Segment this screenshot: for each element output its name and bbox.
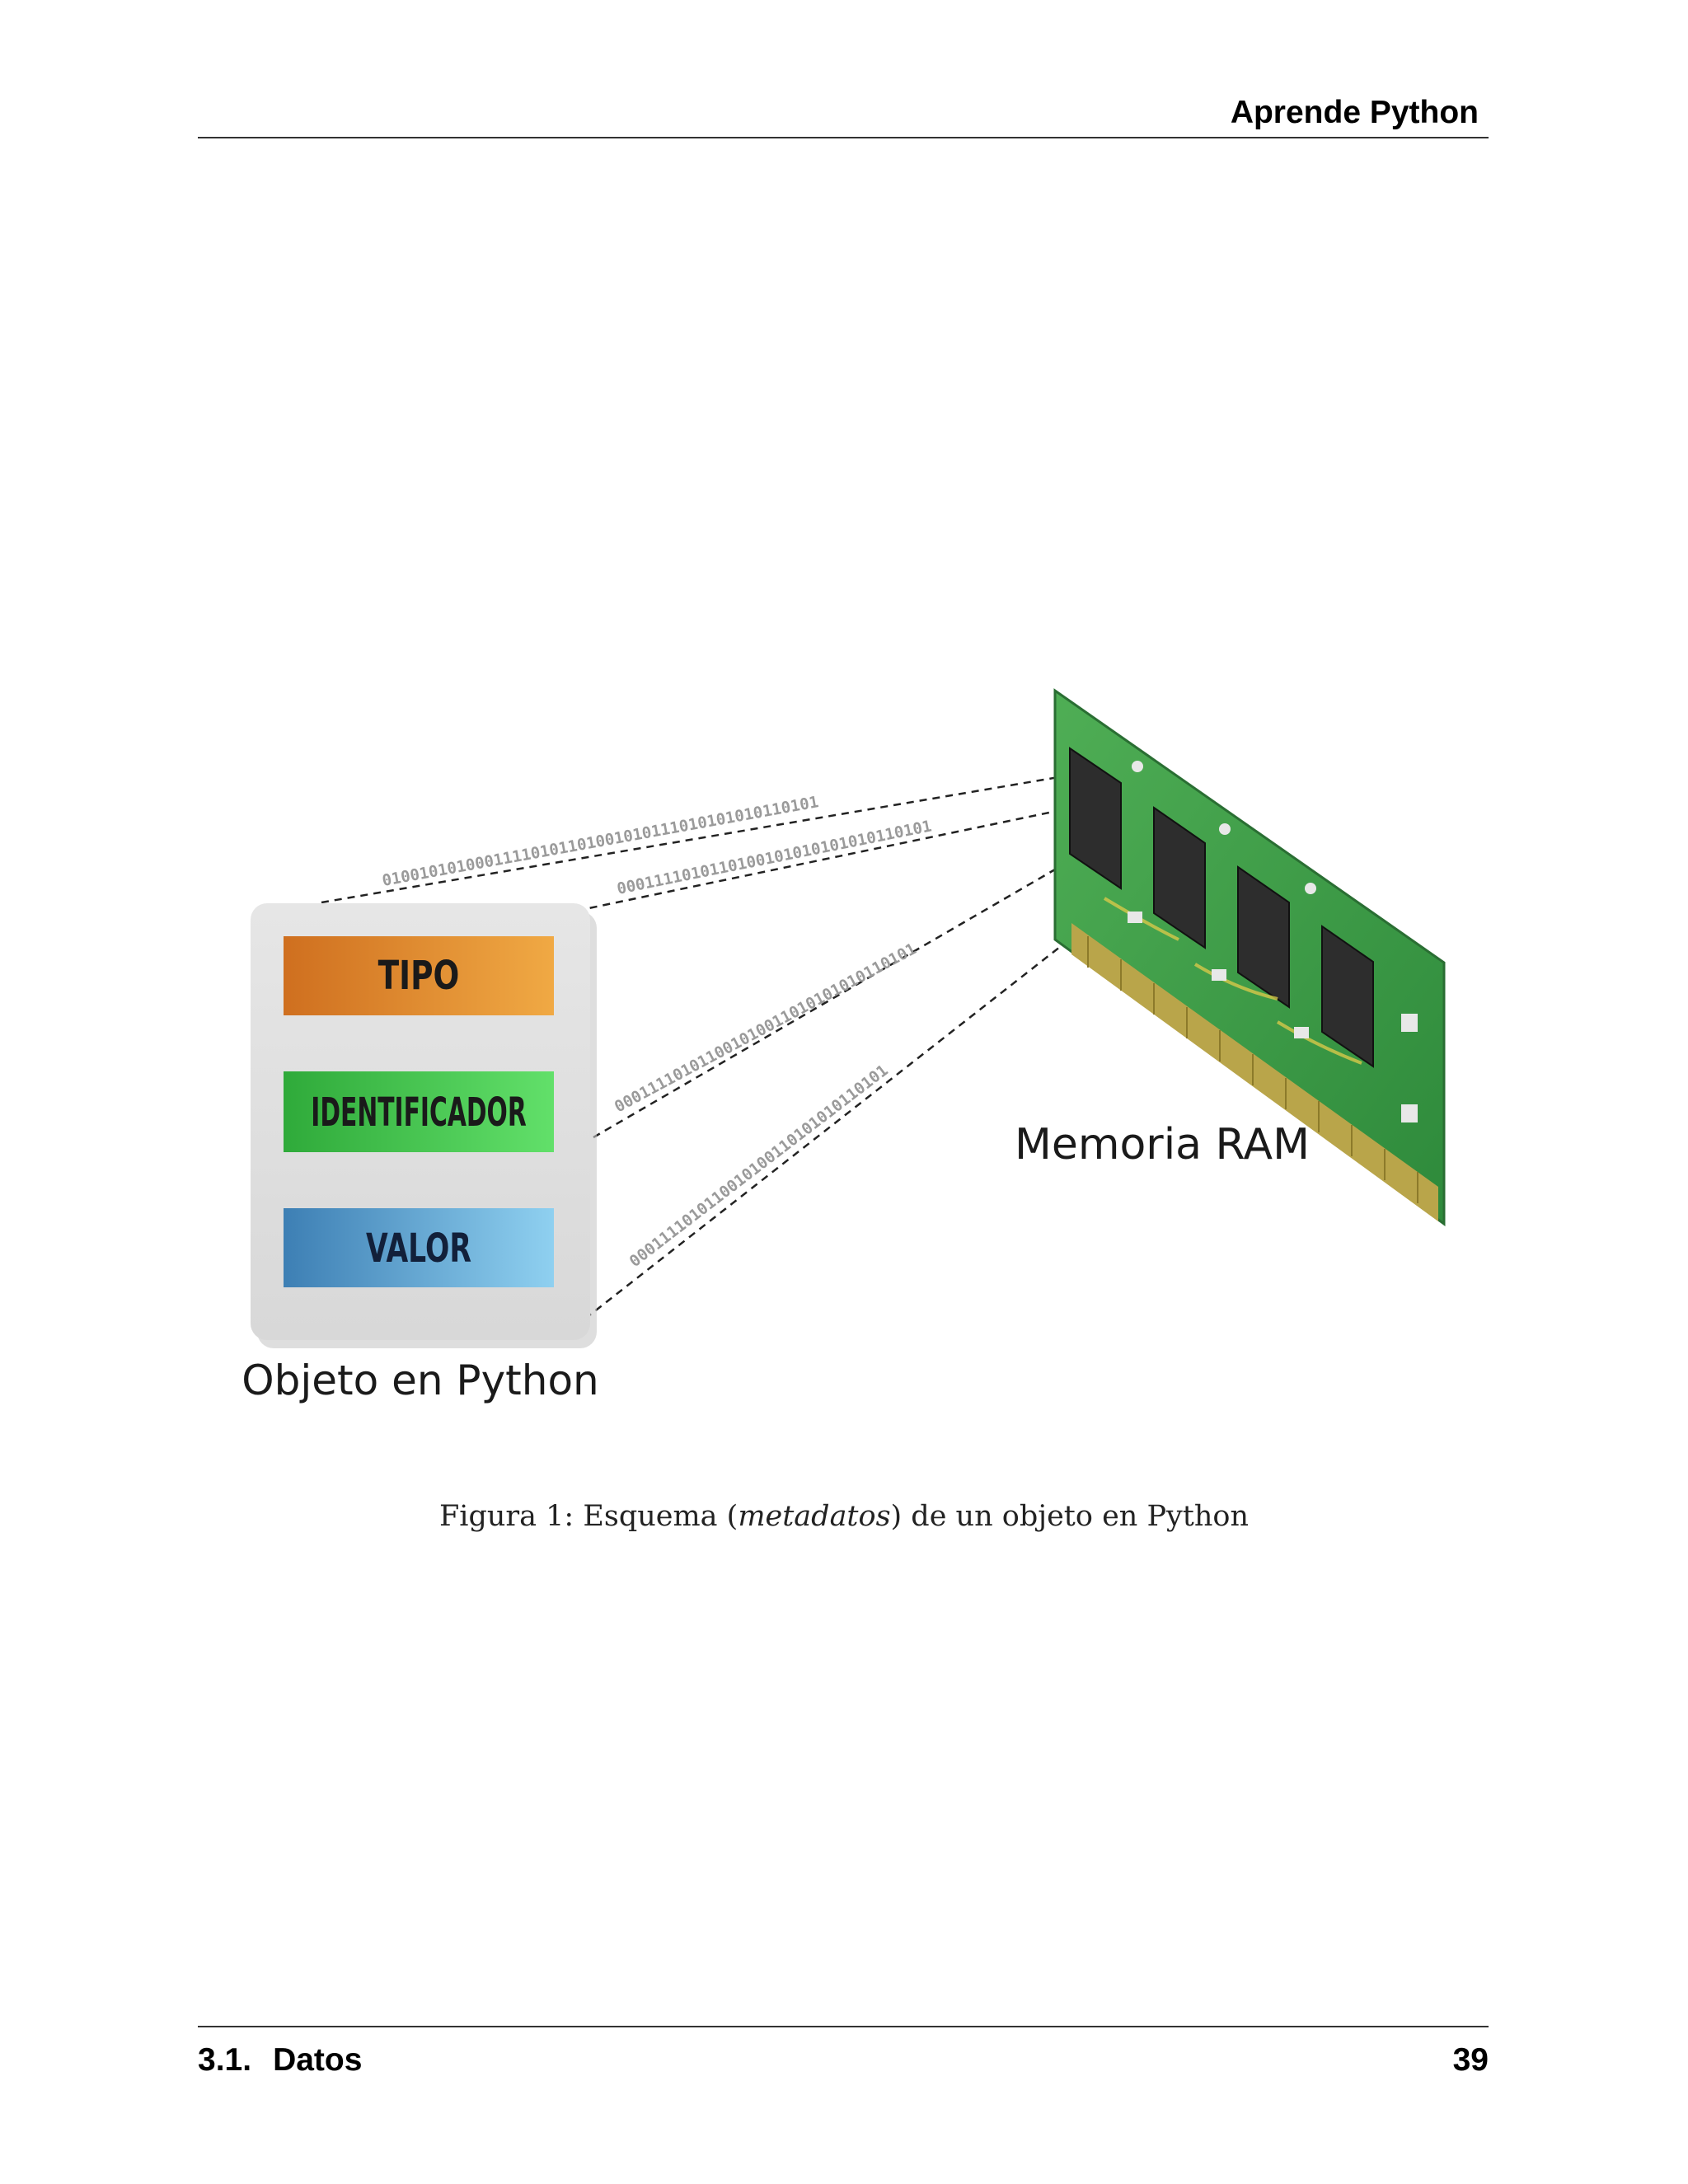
ram-module	[1053, 688, 1446, 1226]
connector-line	[584, 937, 1072, 1319]
figure-object-schema: 0100101010001111010110100101011101010101…	[231, 676, 1484, 1434]
identificador-label: IDENTIFICADOR	[311, 1090, 526, 1136]
tipo-field	[284, 936, 554, 1015]
section-number: 3.1.	[198, 2042, 252, 2078]
valor-field	[284, 1208, 554, 1287]
valor-label: VALOR	[366, 1225, 471, 1271]
figure-caption: Figura 1: Esquema (metadatos) de un obje…	[0, 1500, 1688, 1533]
memory-label: Memoria RAM	[1015, 1120, 1310, 1169]
binary-stream: 0100101010001111010110100101011101010101…	[381, 793, 820, 890]
running-header: Aprende Python	[198, 92, 1489, 138]
section-title: Datos	[273, 2042, 363, 2078]
ram-chip	[1153, 806, 1206, 949]
connector-lines	[321, 775, 1072, 1319]
ram-chip	[1321, 925, 1374, 1068]
identificador-field	[284, 1071, 554, 1152]
figure-illustration: 0100101010001111010110100101011101010101…	[241, 688, 1446, 1404]
binary-stream: 0001111010110010100110101010110101	[626, 1062, 892, 1271]
ram-contacts	[1071, 923, 1438, 1221]
connector-line	[321, 775, 1064, 904]
running-footer: 3.1. Datos 39	[198, 2026, 1489, 2085]
connector-line	[576, 808, 1066, 912]
ram-chips	[1069, 747, 1374, 1068]
caption-suffix: ) de un objeto en Python	[890, 1500, 1249, 1533]
connector-line	[593, 868, 1056, 1139]
ram-chip	[1069, 747, 1122, 890]
python-object-card: TIPO IDENTIFICADOR VALOR	[251, 903, 597, 1348]
tipo-label: TIPO	[378, 954, 460, 1000]
page-number: 39	[1452, 2042, 1489, 2078]
caption-emphasis: metadatos	[738, 1500, 891, 1533]
book-title: Aprende Python	[1230, 95, 1479, 130]
object-label: Objeto en Python	[241, 1357, 599, 1404]
ram-chip	[1237, 865, 1290, 1009]
caption-prefix: Figura 1: Esquema (	[438, 1500, 738, 1533]
footer-section: 3.1. Datos	[198, 2042, 362, 2079]
